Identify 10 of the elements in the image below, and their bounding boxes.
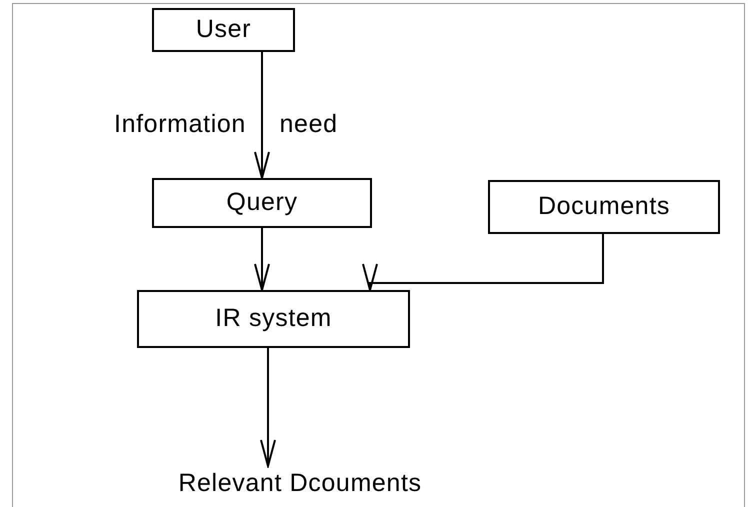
process-box: IR system	[137, 290, 410, 348]
process-box: User	[152, 8, 295, 52]
edge-label: Information need	[114, 112, 338, 137]
arrow	[260, 348, 276, 467]
arrow	[254, 52, 270, 179]
process-box: Documents	[488, 180, 720, 234]
arrow	[362, 234, 604, 291]
arrow	[254, 228, 270, 291]
process-box: Query	[152, 178, 372, 228]
output-label: Relevant Dcouments	[105, 466, 495, 502]
